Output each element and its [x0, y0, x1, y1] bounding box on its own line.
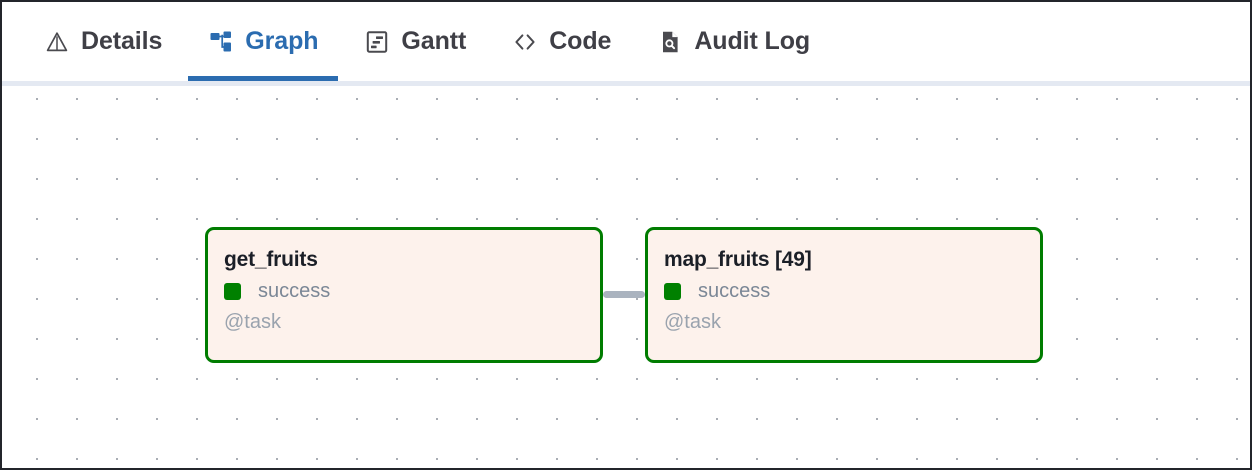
node-status: success: [224, 281, 584, 301]
graph-node-get-fruits[interactable]: get_fruits success @task: [205, 227, 603, 363]
node-kind-label: @task: [664, 311, 721, 334]
triangle-outline-icon: [44, 29, 70, 55]
tab-details[interactable]: Details: [24, 2, 182, 81]
file-search-icon: [657, 29, 683, 55]
tab-graph-active-underline: [188, 76, 339, 81]
view-tabbar: Details Graph: [2, 2, 1250, 81]
tab-code-label: Code: [549, 27, 612, 55]
angle-brackets-icon: [512, 29, 538, 55]
project-diagram-icon: [208, 29, 234, 55]
gantt-chart-icon: [364, 29, 390, 55]
tabbar-divider: [2, 81, 1250, 86]
tab-code[interactable]: Code: [492, 2, 631, 81]
tab-graph[interactable]: Graph: [188, 2, 339, 81]
graph-node-map-fruits[interactable]: map_fruits [49] success @task: [645, 227, 1043, 363]
status-swatch-icon: [224, 282, 241, 300]
node-status: success: [664, 281, 1024, 301]
node-title: get_fruits: [224, 248, 318, 271]
node-status-label: success: [258, 280, 331, 303]
graph-edge-get-fruits-to-map-fruits: [603, 291, 645, 298]
tab-graph-label: Graph: [245, 27, 319, 55]
tab-audit-log-label: Audit Log: [694, 27, 811, 55]
tab-gantt-label: Gantt: [401, 27, 467, 55]
status-swatch-icon: [664, 282, 681, 300]
tab-details-label: Details: [81, 27, 163, 55]
node-title: map_fruits [49]: [664, 248, 812, 271]
tab-audit-log[interactable]: Audit Log: [637, 2, 830, 81]
graph-canvas[interactable]: get_fruits success @task map_fruits [49]…: [2, 86, 1250, 468]
tab-gantt[interactable]: Gantt: [344, 2, 486, 81]
node-status-label: success: [698, 280, 771, 303]
node-kind-label: @task: [224, 311, 281, 334]
